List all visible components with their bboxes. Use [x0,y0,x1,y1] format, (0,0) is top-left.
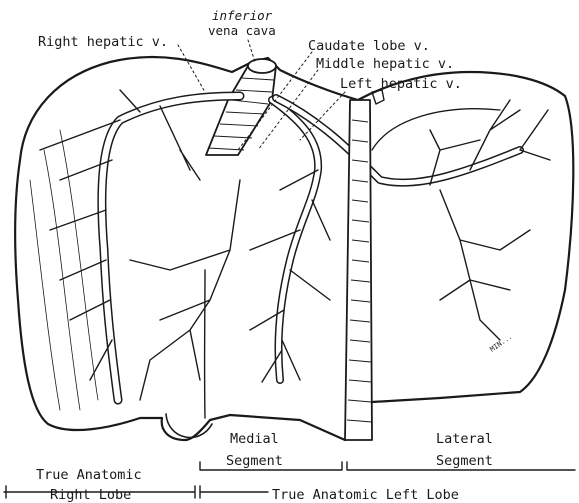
label-lateral-line1: Lateral [436,431,493,447]
leader-ivc [248,40,255,62]
label-medial-line1: Medial [230,431,279,447]
artist-signature: MIN... [489,333,514,354]
leader-right-hepatic [178,45,205,92]
label-right-lobe-line2: Right Lobe [50,487,131,503]
label-medial-line2: Segment [226,453,283,469]
ligamentum-stub [372,90,384,104]
left-hepatic-vein [276,98,550,340]
label-left-lobe: True Anatomic Left Lobe [272,487,459,503]
label-left-hepatic: Left hepatic v. [340,76,462,92]
right-lobe-shading [30,130,98,410]
inferior-vena-cava [206,59,276,155]
label-caudate: Caudate lobe v. [308,38,430,54]
label-middle-hepatic: Middle hepatic v. [316,56,454,72]
ligamentum-teres-band [345,100,372,440]
label-right-lobe-line1: True Anatomic [36,467,142,483]
label-right-hepatic: Right hepatic v. [38,34,168,50]
left-lobe-margin [372,109,500,150]
label-lateral-line2: Segment [436,453,493,469]
label-ivc-line1: inferior [212,8,273,23]
label-ivc-line2: vena cava [208,23,276,38]
right-hepatic-vein [40,90,240,400]
bracket-left-lobe [200,486,268,498]
